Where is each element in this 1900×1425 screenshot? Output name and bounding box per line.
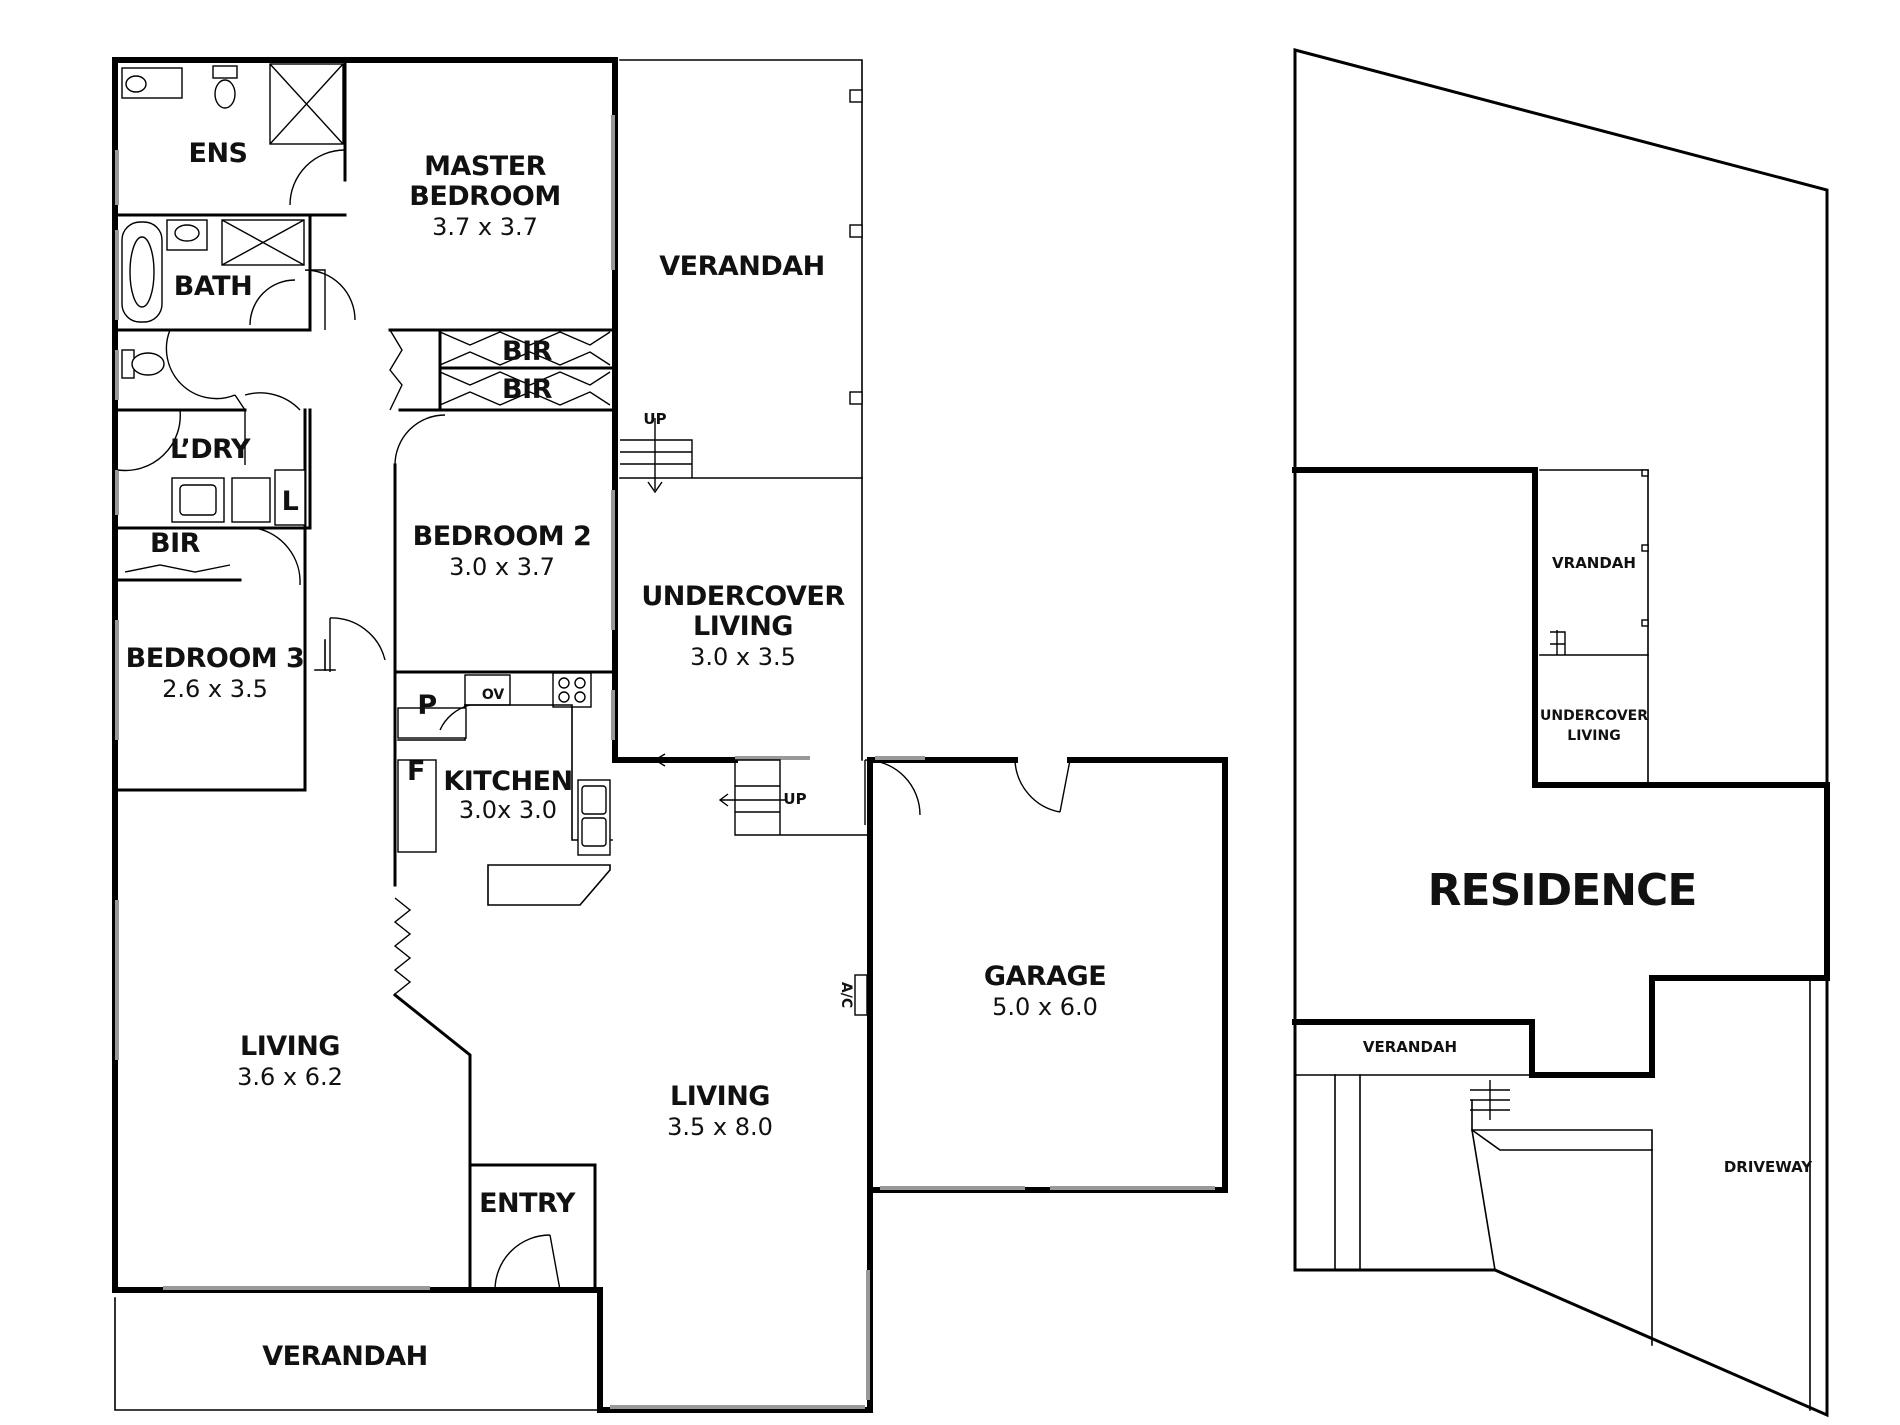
room-label-undercover-1: UNDERCOVER <box>641 581 845 612</box>
site-label-driveway: DRIVEWAY <box>1724 1158 1813 1176</box>
stairs-up-label-lower: UP <box>783 790 806 808</box>
doors <box>117 149 1071 1291</box>
stairs-lower <box>653 753 870 836</box>
pantry-icon <box>397 707 467 739</box>
room-size-living-centre: 3.5 x 8.0 <box>667 1113 773 1141</box>
room-label-laundry: L’DRY <box>170 434 251 465</box>
room-label-master-1: MASTER <box>424 151 547 182</box>
residence-outline <box>1292 467 1830 1078</box>
room-label-ens: ENS <box>189 138 248 169</box>
room-label-bir-3: BIR <box>150 528 201 559</box>
room-label-undercover-2: LIVING <box>693 611 793 642</box>
room-label-entry: ENTRY <box>479 1188 576 1219</box>
room-label-master-2: BEDROOM <box>409 181 561 212</box>
room-label-verandah-top: VERANDAH <box>659 251 825 282</box>
aircon-unit-icon <box>854 974 868 1016</box>
room-label-living-west: LIVING <box>240 1031 340 1062</box>
room-label-garage: GARAGE <box>984 961 1106 992</box>
room-label-linen: L <box>282 486 299 517</box>
site-label-undercover-2: LIVING <box>1567 728 1620 744</box>
room-size-undercover: 3.0 x 3.5 <box>690 643 796 671</box>
room-label-kitchen: KITCHEN <box>443 766 572 797</box>
site-label-undercover-1: UNDERCOVER <box>1540 708 1648 724</box>
room-size-kitchen: 3.0x 3.0 <box>459 796 557 824</box>
room-label-bedroom-3: BEDROOM 3 <box>126 643 305 674</box>
room-label-bedroom-2: BEDROOM 2 <box>413 521 592 552</box>
fixtures <box>121 63 613 906</box>
stairs-upper <box>620 418 693 494</box>
aircon-label: A/C <box>838 982 854 1008</box>
room-label-bir-2: BIR <box>502 374 553 405</box>
floor-plan: ENS MASTER BEDROOM 3.7 x 3.7 BATH BIR BI… <box>112 57 1228 1413</box>
room-size-living-west: 3.6 x 6.2 <box>237 1063 343 1091</box>
fridge-icon <box>397 759 437 853</box>
room-label-verandah-bottom: VERANDAH <box>262 1341 428 1372</box>
site-boundary <box>1293 48 1829 1418</box>
site-plan: RESIDENCE VRANDAH UNDERCOVER LIVING VERA… <box>1292 48 1830 1418</box>
room-size-bedroom-2: 3.0 x 3.7 <box>449 553 555 581</box>
room-size-garage: 5.0 x 6.0 <box>992 993 1098 1021</box>
room-label-oven: OV <box>482 687 505 703</box>
cooktop-icon <box>552 672 592 708</box>
room-label-bir-1: BIR <box>502 336 553 367</box>
room-label-bath: BATH <box>174 271 252 302</box>
room-size-master: 3.7 x 3.7 <box>432 213 538 241</box>
stairs-up-label-upper: UP <box>643 410 666 428</box>
site-label-verandah: VERANDAH <box>1363 1038 1457 1056</box>
site-label-vrandah: VRANDAH <box>1552 554 1636 572</box>
site-label-residence: RESIDENCE <box>1428 865 1697 916</box>
room-label-pantry: P <box>417 690 436 721</box>
floor-plan-labels: ENS MASTER BEDROOM 3.7 x 3.7 BATH BIR BI… <box>126 138 1107 1372</box>
room-label-fridge: F <box>407 756 425 787</box>
room-size-bedroom-3: 2.6 x 3.5 <box>162 675 268 703</box>
ensuite-toilet-icon <box>212 65 238 79</box>
verandah-outlines <box>114 59 863 1411</box>
room-label-living-centre: LIVING <box>670 1081 770 1112</box>
windows <box>115 115 1215 1409</box>
